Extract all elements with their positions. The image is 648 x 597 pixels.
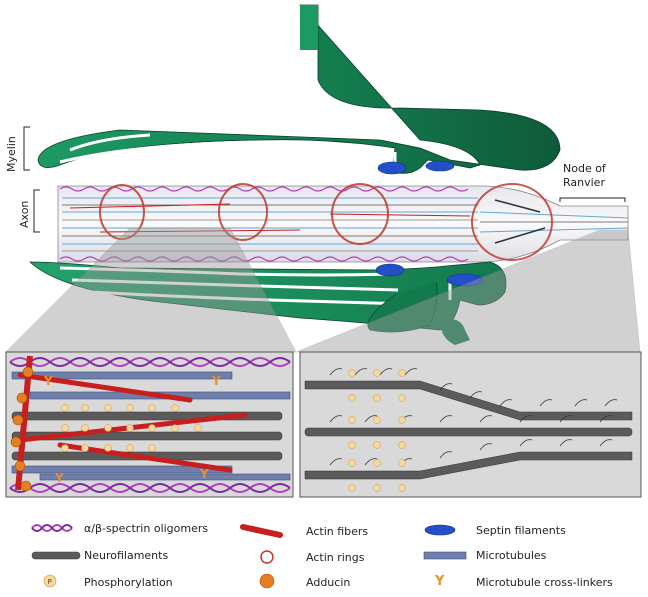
myelin-label: Myelin xyxy=(5,136,18,172)
legend-septin-label: Septin filaments xyxy=(476,524,566,537)
svg-text:Y: Y xyxy=(54,471,64,485)
svg-text:Y: Y xyxy=(43,374,53,388)
legend-phosphorylation-label: Phosphorylation xyxy=(84,576,173,589)
left-inset-panel: Y Y Y Y xyxy=(5,351,294,498)
axon-actin-rings xyxy=(99,183,553,261)
svg-text:Y: Y xyxy=(434,574,445,589)
left-phospho-dots xyxy=(61,404,202,452)
legend-icons: P Y xyxy=(31,524,467,589)
legend-actin-fibers-label: Actin fibers xyxy=(306,525,369,538)
adducin-dots xyxy=(10,366,34,492)
legend-neurofilament-label: Neurofilaments xyxy=(84,549,169,562)
legend-adducin-label: Adducin xyxy=(306,576,351,589)
axon-spectrin-top xyxy=(59,186,469,192)
right-inset-panel xyxy=(299,351,642,498)
axon-label: Axon xyxy=(18,200,31,228)
right-phospho-dots xyxy=(348,369,406,492)
left-projection xyxy=(5,227,297,353)
legend-crosslinkers-label: Microtubule cross-linkers xyxy=(476,576,613,589)
axon-tube xyxy=(57,183,629,263)
myelin-bracket xyxy=(23,126,30,171)
svg-text:Y: Y xyxy=(199,467,209,481)
axon-bracket xyxy=(33,189,40,233)
legend-microtubules-label: Microtubules xyxy=(476,549,547,562)
node-label-line1: Node of xyxy=(563,162,606,175)
axon-spectrin-bottom xyxy=(59,256,469,262)
legend-spectrin-label: α/β-spectrin oligomers xyxy=(84,522,209,535)
node-label-line2: Ranvier xyxy=(563,176,605,189)
legend-actin-rings-label: Actin rings xyxy=(306,551,365,564)
myelin-sheath-bottom xyxy=(28,261,507,345)
myelin-sheath-top xyxy=(37,4,561,175)
svg-text:Y: Y xyxy=(211,374,221,388)
legend-phospho-symbol: P xyxy=(48,578,52,586)
